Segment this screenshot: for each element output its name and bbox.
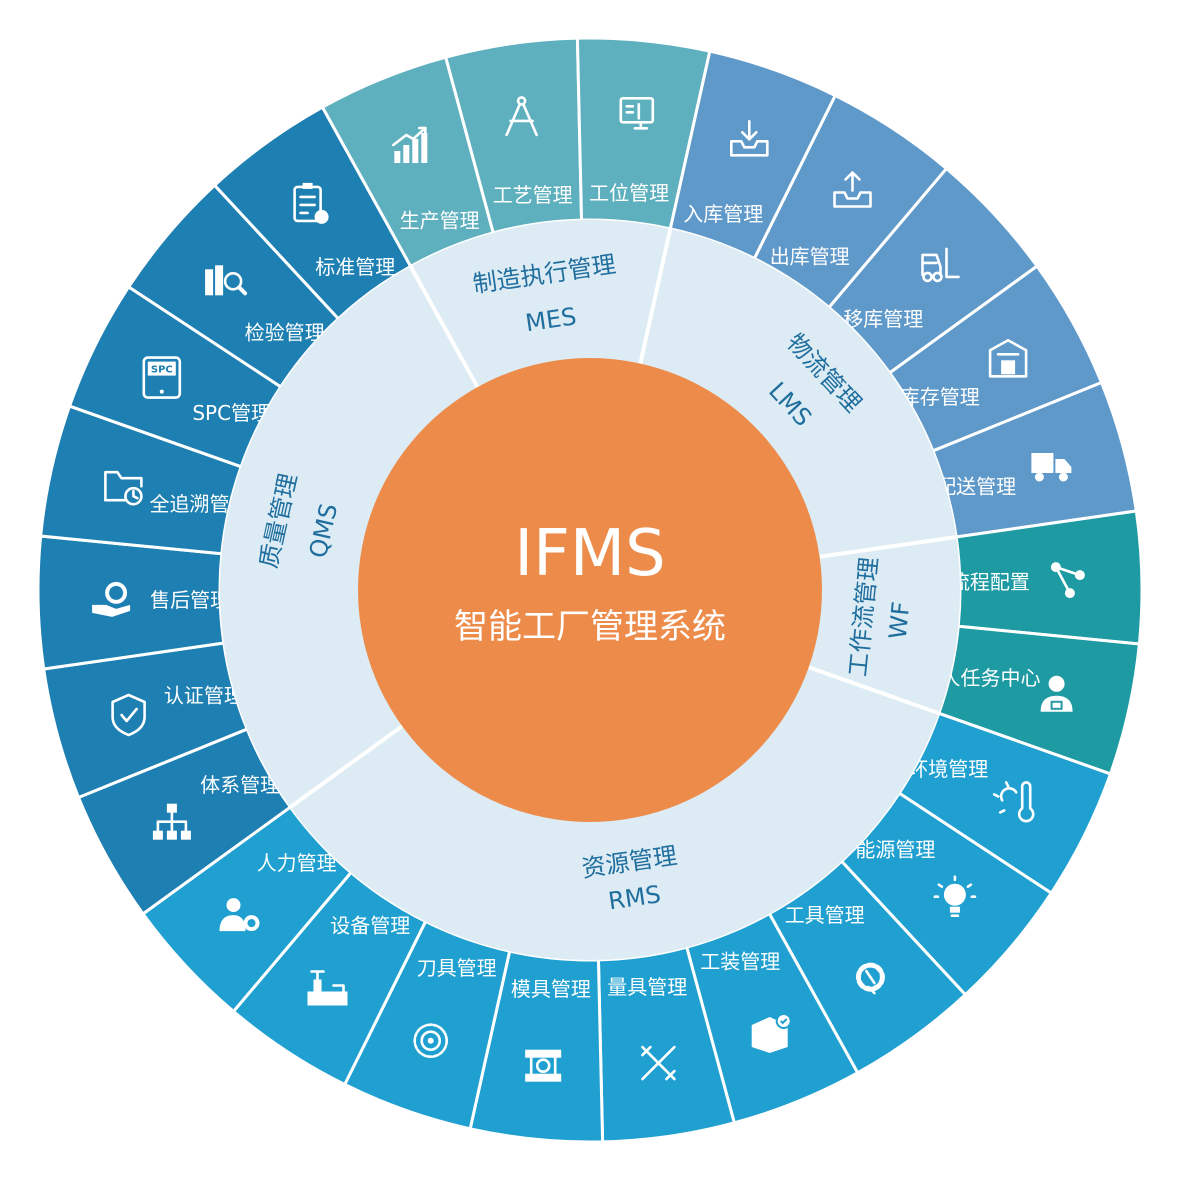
center-subtitle: 智能工厂管理系统 [454, 607, 726, 647]
ruler-pencil-icon [641, 1045, 676, 1081]
saw-blade-icon [413, 1023, 449, 1058]
spc-tablet-icon: SPC [142, 356, 182, 399]
svg-text:SPC: SPC [151, 365, 173, 376]
module-label-13: 工装管理 [700, 950, 780, 974]
forklift-icon [921, 247, 960, 283]
warehouse-icon [988, 338, 1028, 378]
binders-magnifier-icon [205, 265, 248, 296]
module-label-25: 标准管理 [315, 255, 395, 279]
group-divider-qms [289, 724, 404, 809]
group-abbr-wf[interactable]: WF [884, 600, 916, 640]
gear-wrench-icon [855, 962, 885, 995]
group-divider-mes [408, 265, 480, 389]
drafting-compass-icon [505, 96, 538, 137]
thermometer-sun-icon [992, 781, 1035, 823]
flow-nodes-icon [1050, 562, 1085, 599]
module-label-15: 模具管理 [511, 977, 591, 1001]
person-task-icon [1040, 675, 1073, 712]
module-label-24: 检验管理 [245, 321, 325, 345]
shield-check-icon [111, 693, 146, 737]
module-label-21: 售后管理 [150, 588, 230, 612]
module-label-6: 库存管理 [900, 385, 980, 409]
machine-icon [307, 970, 348, 1006]
module-label-4: 出库管理 [770, 245, 850, 269]
group-divider-rms [808, 665, 940, 716]
box-check-icon [751, 1013, 792, 1053]
module-label-5: 移库管理 [843, 307, 923, 331]
module-label-11: 能源管理 [855, 837, 935, 861]
module-label-17: 设备管理 [330, 913, 410, 937]
inbox-in-icon [729, 120, 769, 157]
inbox-out-icon [833, 171, 872, 208]
module-label-18: 人力管理 [257, 851, 337, 875]
clipboard-check-icon [293, 182, 329, 224]
module-label-2: 工位管理 [589, 181, 669, 205]
module-label-20: 认证管理 [164, 684, 244, 708]
module-label-0: 生产管理 [400, 208, 480, 232]
outer-module-ring: 生产管理工艺管理工位管理入库管理出库管理移库管理库存管理配送管理流程配置个人任务… [36, 36, 1144, 1144]
person-gear-icon [219, 898, 260, 932]
bar-chart-growth-icon [391, 126, 428, 163]
module-label-16: 刀具管理 [417, 956, 497, 980]
module-label-10: 环境管理 [908, 757, 988, 781]
center-circle [358, 358, 822, 822]
module-label-23: SPC管理 [192, 401, 271, 425]
delivery-truck-icon [1031, 453, 1072, 482]
module-label-12: 工具管理 [785, 903, 865, 927]
folder-clock-icon [104, 470, 143, 506]
group-divider-wf [819, 535, 957, 559]
module-label-1: 工艺管理 [493, 183, 573, 207]
module-label-7: 配送管理 [936, 474, 1016, 498]
module-label-19: 体系管理 [200, 773, 280, 797]
mold-icon [525, 1049, 562, 1082]
center-title: IFMS [514, 517, 666, 591]
group-divider-lms [638, 228, 673, 364]
module-label-3: 入库管理 [683, 202, 763, 226]
module-label-14: 量具管理 [607, 975, 687, 999]
light-bulb-icon [933, 875, 977, 918]
hand-gear-icon [92, 581, 131, 617]
workstation-icon [619, 97, 655, 130]
center-disc: IFMS 智能工厂管理系统 [358, 358, 822, 822]
module-label-8: 流程配置 [950, 570, 1030, 594]
org-chart-icon [152, 803, 191, 840]
